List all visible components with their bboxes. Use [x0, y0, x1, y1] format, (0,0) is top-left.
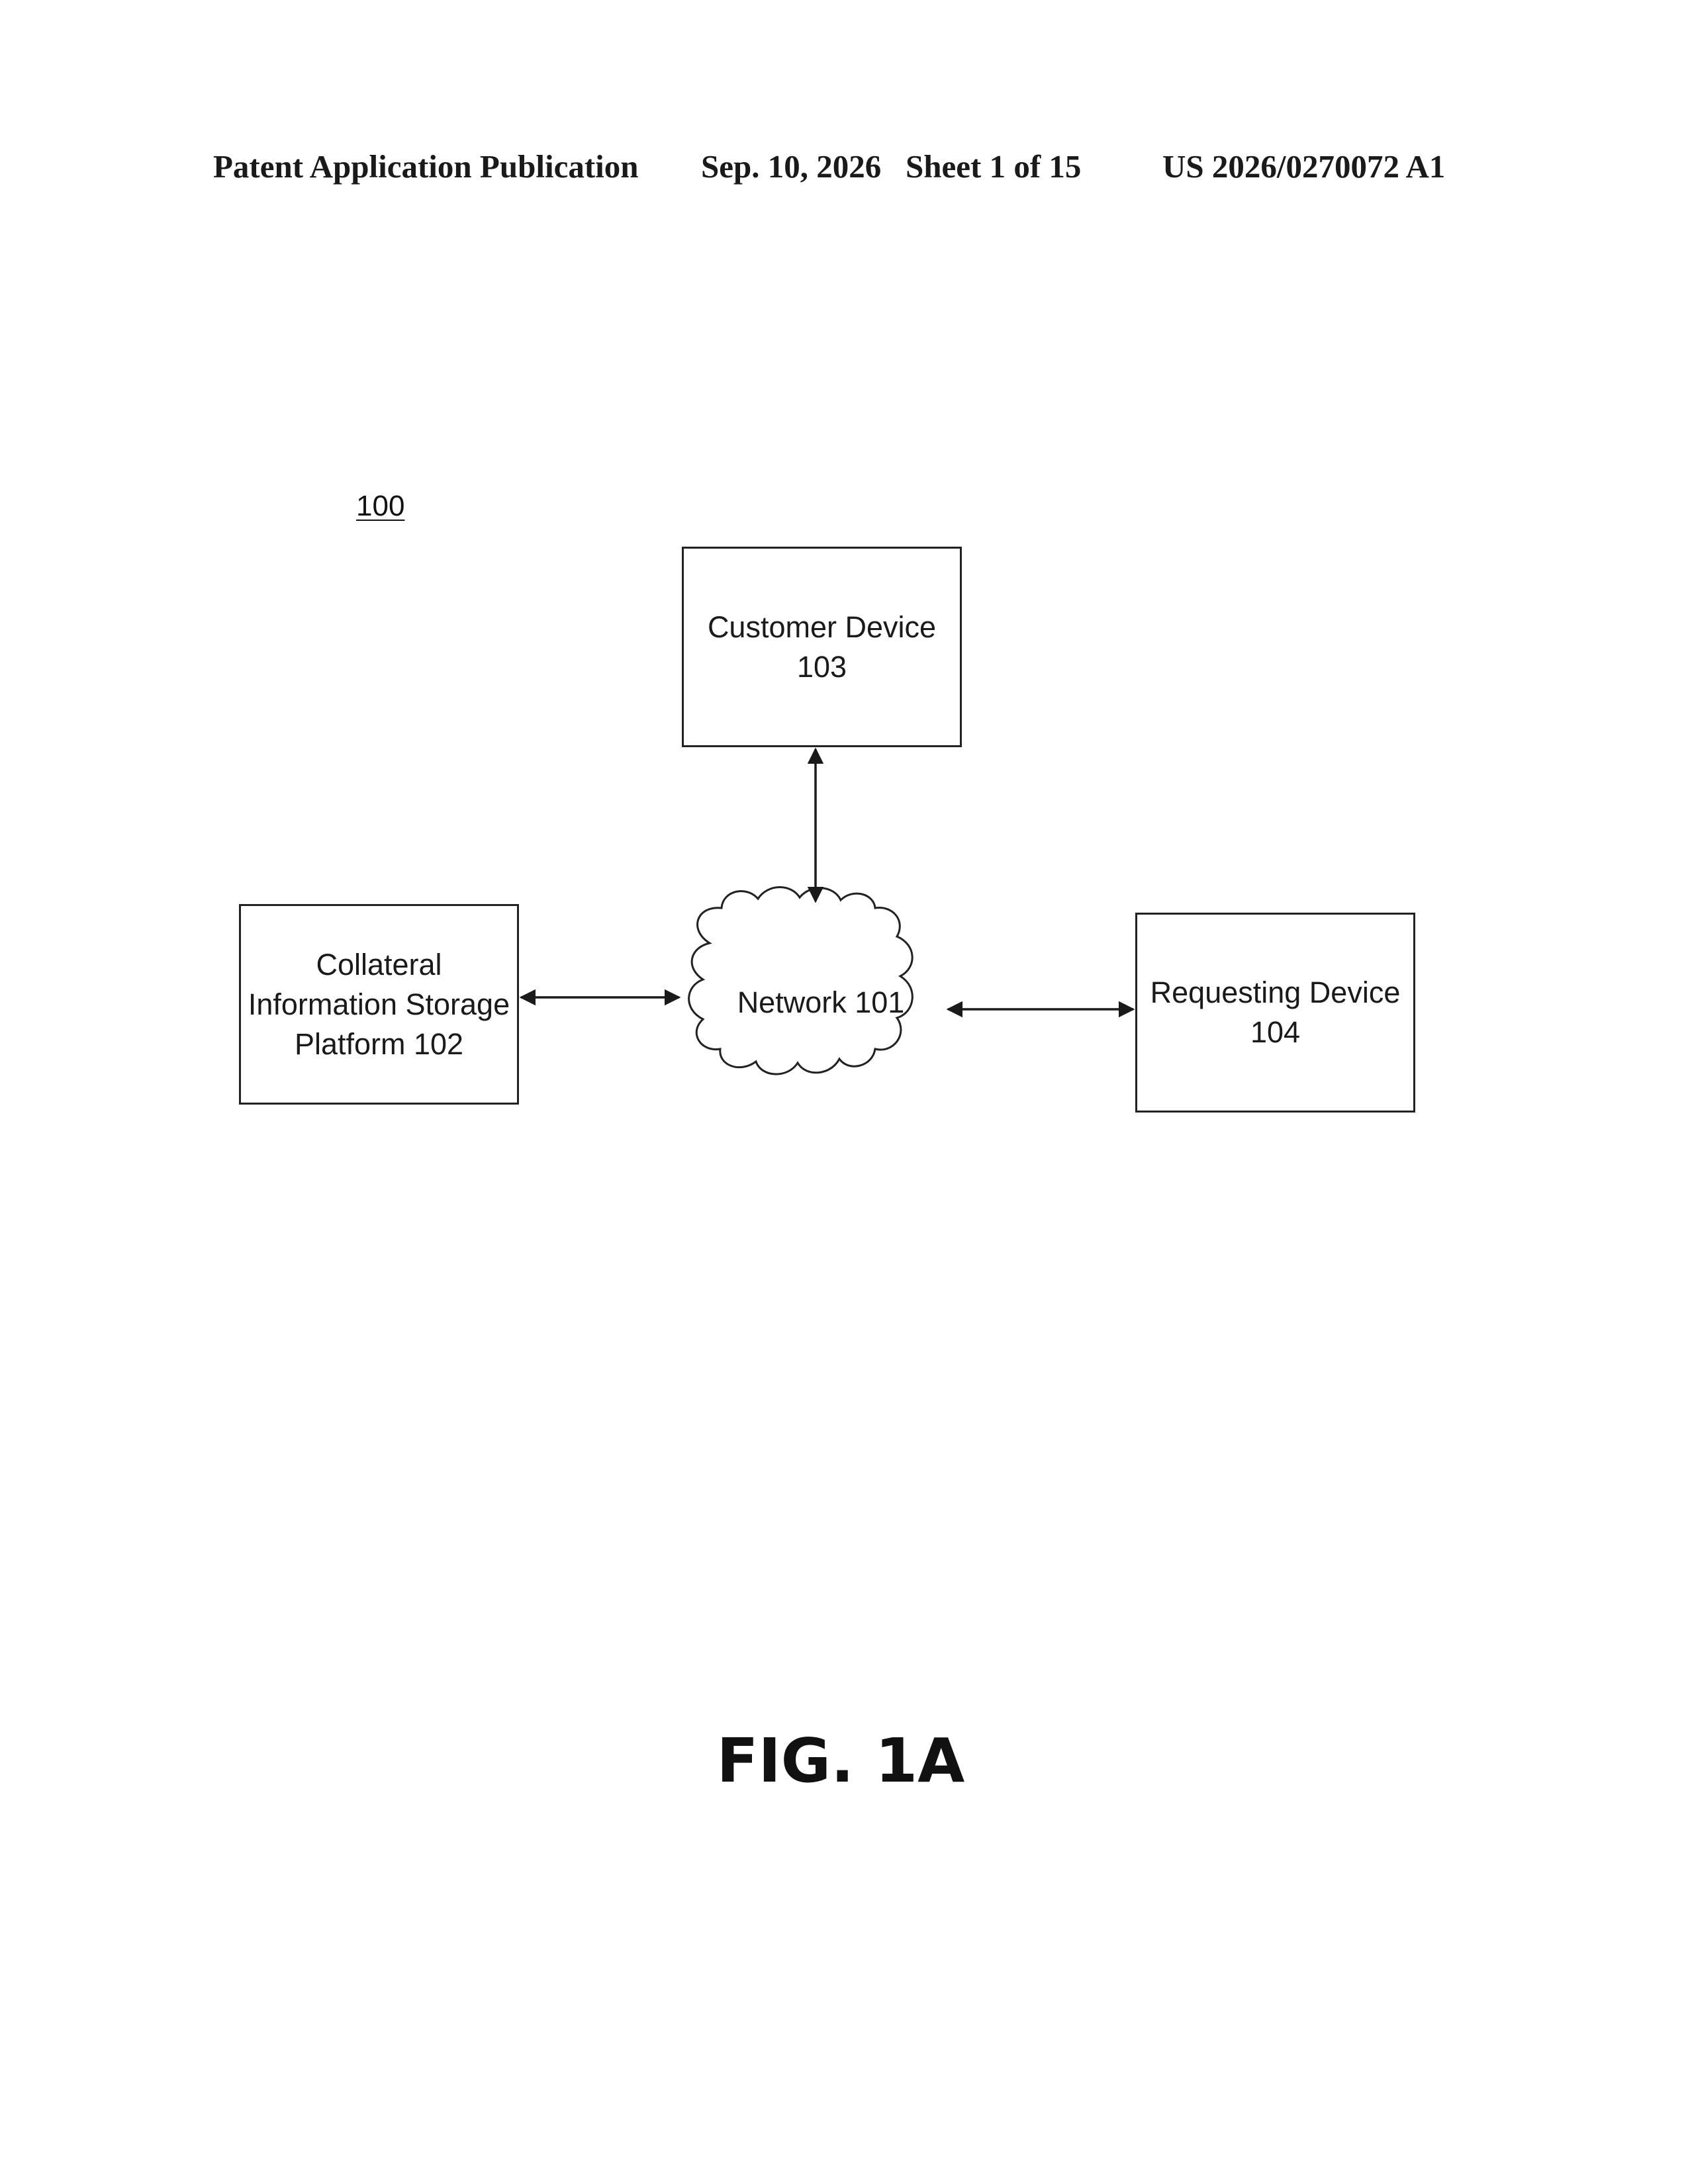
requesting-device-box: Requesting Device 104	[1135, 913, 1415, 1113]
network-label: Network 101	[688, 983, 953, 1023]
figure-label: FIG. 1A	[0, 1725, 1681, 1797]
storage-platform-box: Collateral Information Storage Platform …	[239, 904, 519, 1105]
customer-device-label: Customer Device 103	[690, 608, 953, 687]
storage-platform-label: Collateral Information Storage Platform …	[248, 945, 510, 1064]
customer-device-box: Customer Device 103	[682, 547, 962, 747]
requesting-device-label: Requesting Device 104	[1144, 973, 1407, 1052]
network-cloud-outline	[689, 887, 913, 1074]
